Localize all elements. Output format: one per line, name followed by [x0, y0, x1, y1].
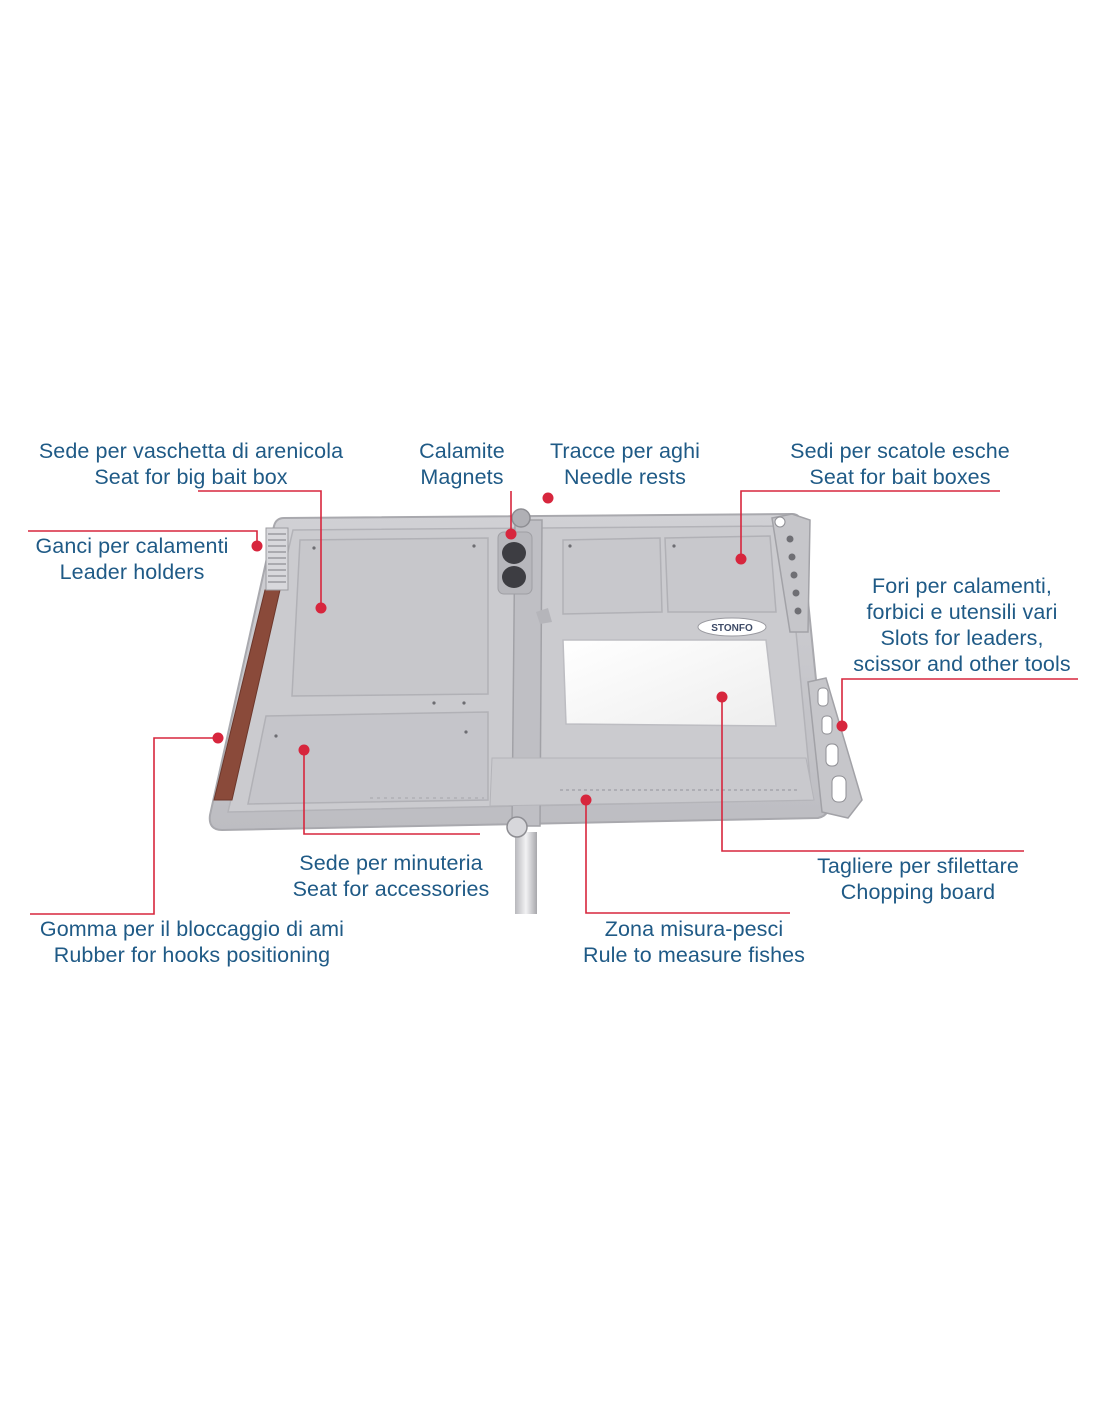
label-slots: Fori per calamenti, forbici e utensili v… — [842, 573, 1082, 677]
leader-line-ruler — [585, 800, 790, 914]
bait-box-seat-2 — [664, 535, 777, 613]
label-en: Magnets — [420, 465, 504, 489]
label-needle-rests: Tracce per aghi Needle rests — [540, 438, 710, 490]
brand-logo-text: STONFO — [711, 623, 753, 634]
endpoint-dot — [212, 732, 224, 744]
label-bait-boxes: Sedi per scatole esche Seat for bait box… — [780, 438, 1020, 490]
endpoint-dot — [315, 602, 327, 614]
leader-line-bait-boxes — [740, 490, 1000, 559]
label-en: Rubber for hooks positioning — [53, 943, 331, 967]
leader-hooks-comb — [265, 527, 289, 591]
label-it: Ganci per calamenti — [35, 534, 229, 558]
endpoint-dot — [716, 691, 728, 703]
leader-line-chopping-board — [721, 697, 1024, 852]
endpoint-dot — [542, 492, 554, 504]
endpoint-dot — [251, 540, 263, 552]
brand-logo: STONFO — [697, 617, 767, 637]
support-pole — [515, 832, 537, 914]
fish-ruler-zone — [489, 757, 815, 807]
label-en: Leader holders — [59, 560, 205, 584]
label-en: Needle rests — [564, 465, 686, 489]
endpoint-dot — [298, 744, 310, 756]
label-en: Slots for leaders, — [880, 626, 1044, 650]
leader-endpoints — [212, 492, 848, 806]
label-en: Chopping board — [840, 880, 996, 904]
label-rubber: Gomma per il bloccaggio di ami Rubber fo… — [26, 916, 358, 968]
label-en: Seat for accessories — [292, 877, 490, 901]
label-it: Tracce per aghi — [549, 439, 701, 463]
label-it: Tagliere per sfilettare — [817, 854, 1019, 878]
label-it: Sede per minuteria — [299, 851, 483, 875]
chopping-board — [562, 639, 777, 727]
accessories-seat — [247, 711, 489, 805]
label-it: Fori per calamenti, — [872, 574, 1052, 598]
label-ruler: Zona misura-pesci Rule to measure fishes — [570, 916, 818, 968]
label-it: Gomma per il bloccaggio di ami — [39, 917, 345, 941]
big-bait-box-seat — [291, 537, 489, 697]
label-it: Calamite — [419, 439, 505, 463]
hinge-knob-top — [511, 508, 531, 528]
endpoint-dot — [836, 720, 848, 732]
bait-box-seat-1 — [562, 537, 663, 615]
label-leader-holders: Ganci per calamenti Leader holders — [26, 533, 238, 585]
endpoint-dot — [580, 794, 592, 806]
tool-slots-upper — [771, 513, 811, 633]
leader-line-rubber — [30, 737, 218, 915]
magnets — [497, 531, 533, 595]
label-en: scissor and other tools — [853, 652, 1071, 676]
label-it: Zona misura-pesci — [604, 917, 784, 941]
leader-line-big-bait-box — [198, 490, 322, 608]
label-en: Seat for bait boxes — [809, 465, 991, 489]
label-it: Sedi per scatole esche — [790, 439, 1010, 463]
leader-lines — [28, 490, 1078, 915]
endpoint-dot — [735, 553, 747, 565]
label-en: Rule to measure fishes — [582, 943, 806, 967]
leader-line-accessories — [303, 750, 480, 835]
label-it: forbici e utensili vari — [866, 600, 1058, 624]
label-accessories: Sede per minuteria Seat for accessories — [276, 850, 506, 902]
label-magnets: Calamite Magnets — [412, 438, 512, 490]
leader-line-slots — [841, 678, 1078, 726]
label-big-bait-box: Sede per vaschetta di arenicola Seat for… — [26, 438, 356, 490]
label-chopping-board: Tagliere per sfilettare Chopping board — [806, 853, 1030, 905]
endpoint-dot — [505, 528, 517, 540]
center-hinge — [511, 519, 543, 827]
hinge-knob-bottom — [506, 816, 528, 838]
tool-slots-lower — [807, 677, 863, 819]
label-en: Seat for big bait box — [94, 465, 288, 489]
label-it: Sede per vaschetta di arenicola — [38, 439, 344, 463]
